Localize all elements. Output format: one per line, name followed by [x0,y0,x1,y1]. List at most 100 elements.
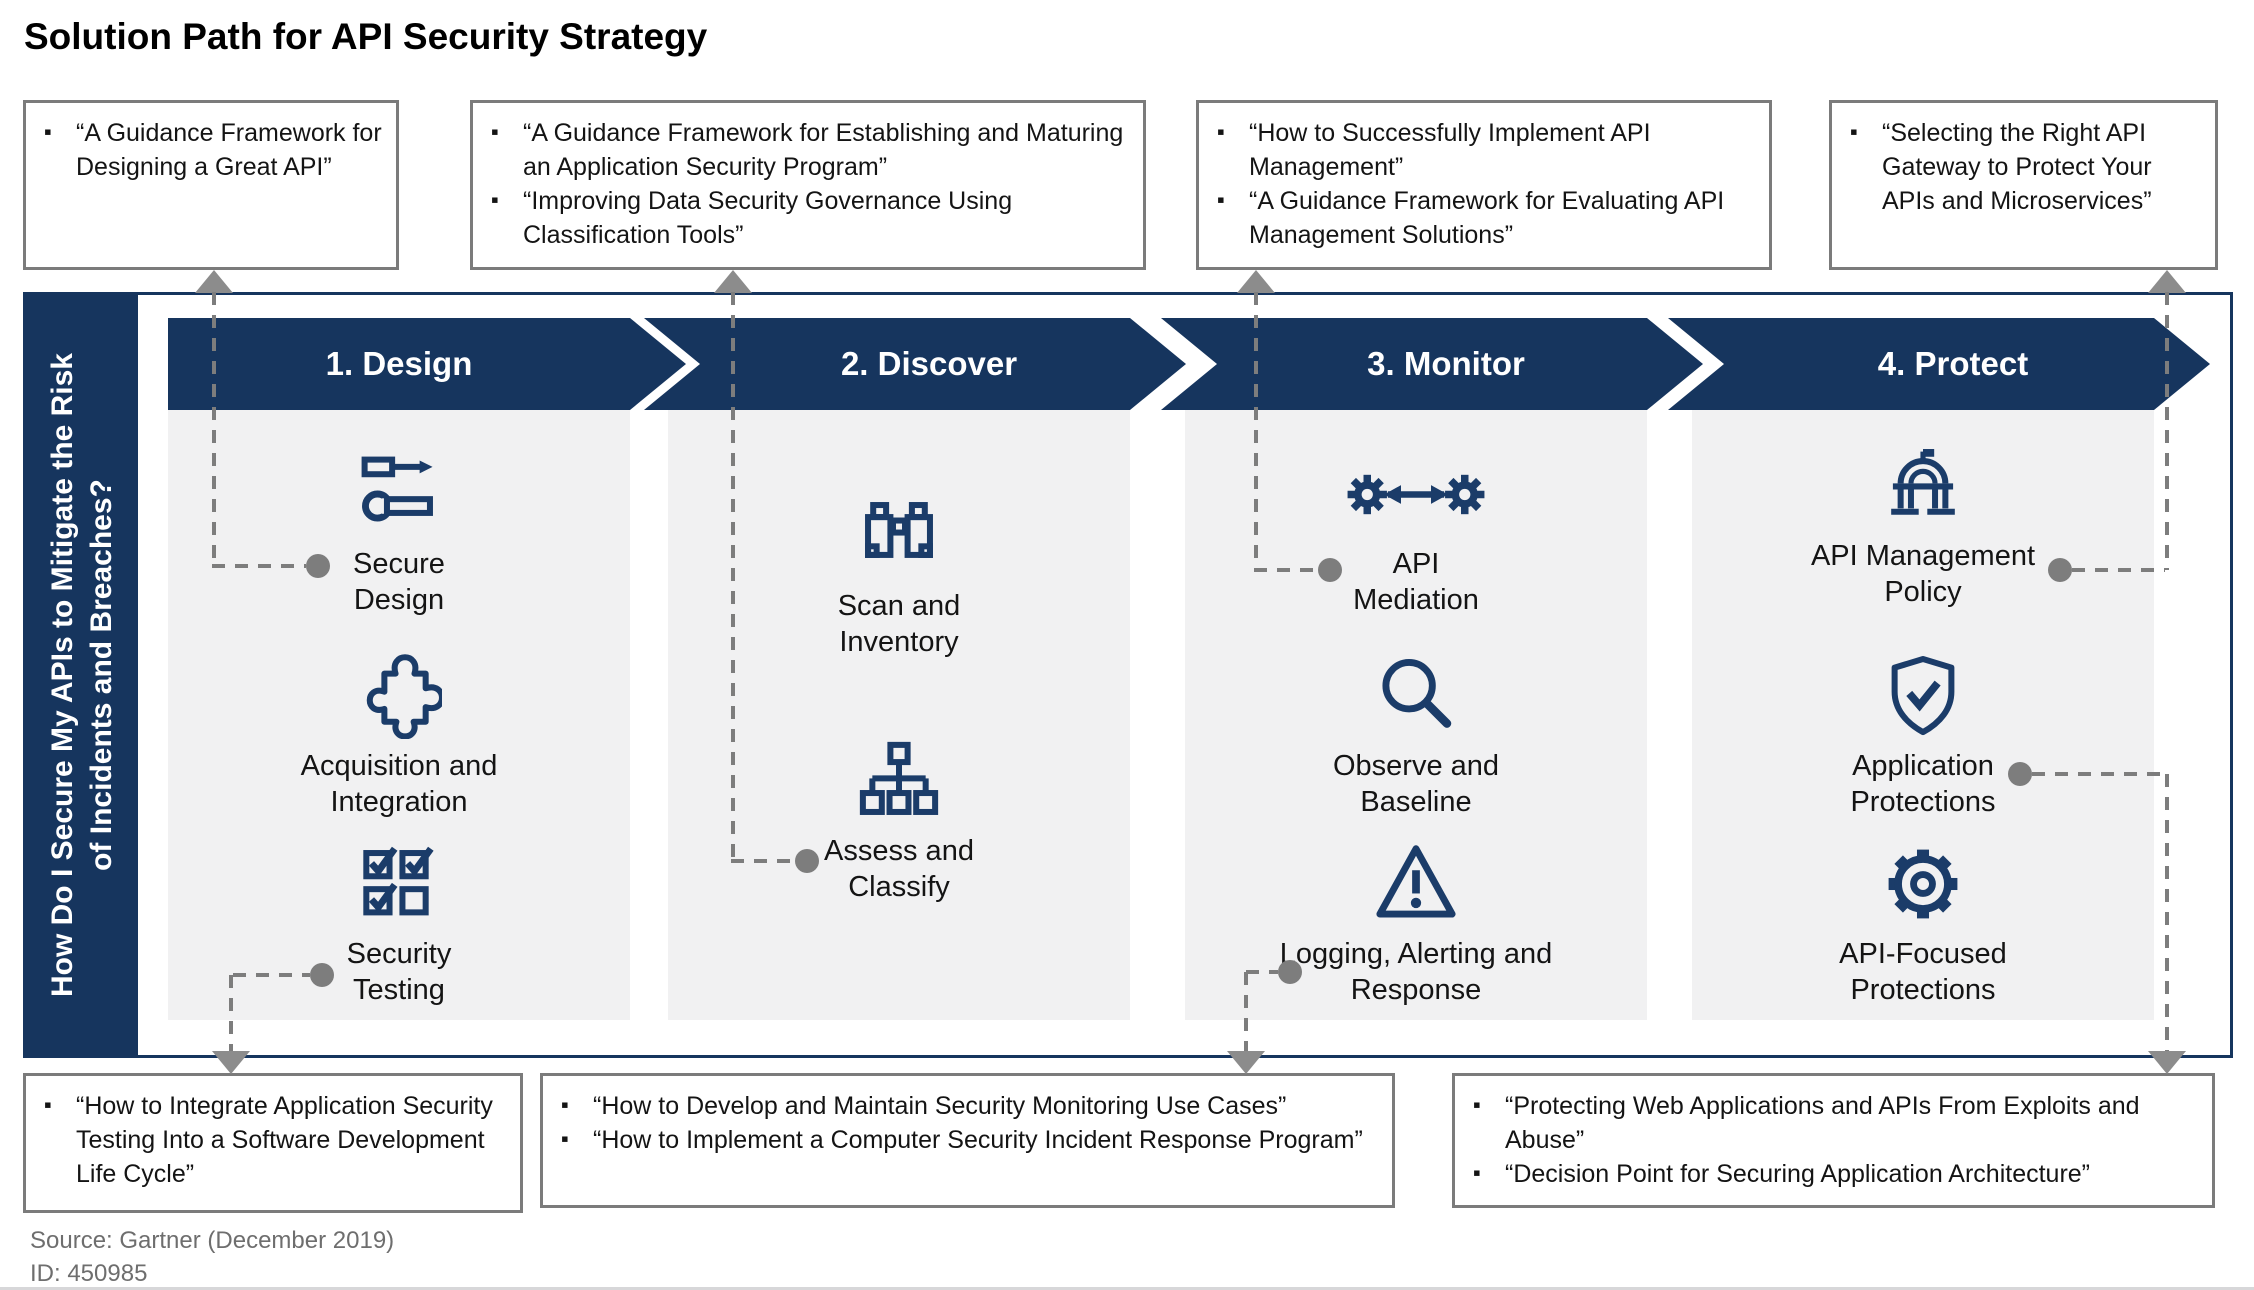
gear-icon [1880,838,1966,930]
phase-label: 3. Monitor [1367,345,1525,382]
phase-header-monitor: 3. Monitor [1161,318,1703,410]
item-api-mediation: API Mediation [1185,448,1647,618]
connector-arrow-up [714,270,752,293]
connector-arrow-down [1227,1051,1265,1074]
callout-item: “A Guidance Framework for Establishing a… [487,115,1129,184]
sidebar-question-text: How Do I Secure My APIs to Mitigate the … [26,295,138,1055]
item-acquisition-integration: Acquisition and Integration [168,650,630,820]
sitemap-icon [856,735,942,827]
connector-line [233,973,310,977]
item-label: API Mediation [1353,548,1479,616]
callout-list: “Selecting the Right API Gateway to Prot… [1846,115,2201,218]
callout-item: “How to Integrate Application Security T… [40,1088,506,1191]
connector-dot [310,963,334,987]
callout-item: “How to Successfully Implement API Manag… [1213,115,1755,184]
item-api-management-policy: API Management Policy [1692,440,2154,610]
column-monitor: API Mediation Observe and Baseline Loggi… [1185,410,1647,1020]
connector-arrow-up [195,270,233,293]
item-application-protections: Application Protections [1692,650,2154,820]
warning-triangle-icon [1373,838,1459,930]
bottom-callout-design: “How to Integrate Application Security T… [23,1073,523,1213]
capitol-icon [1880,440,1966,532]
callout-item: “A Guidance Framework for Evaluating API… [1213,183,1755,252]
top-callout-monitor: “How to Successfully Implement API Manag… [1196,100,1772,270]
connector-line [1244,972,1248,1051]
callout-list: “How to Integrate Application Security T… [40,1088,506,1191]
callout-item: “Improving Data Security Governance Usin… [487,183,1129,252]
sidebar-line-2: of Incidents and Breaches? [85,479,118,871]
connector-line [2165,774,2169,1051]
callout-item: “Decision Point for Securing Application… [1469,1156,2198,1191]
connector-dot [795,849,819,873]
connector-line [2072,568,2165,572]
phase-header-protect: 4. Protect [1668,318,2210,410]
column-discover: Scan and Inventory [668,410,1130,1020]
item-label: API-Focused Protections [1839,938,2007,1006]
connector-dot [2008,762,2032,786]
column-design: Secure Design Acquisition and Integratio… [168,410,630,1020]
connector-arrow-down [212,1051,250,1074]
connector-dot [1318,558,1342,582]
connector-arrow-up [1237,270,1275,293]
phase-label: 2. Discover [840,345,1018,382]
id-line: ID: 450985 [30,1260,148,1287]
item-label: Assess and Classify [824,835,974,903]
connector-line [212,564,306,568]
item-label: Observe and Baseline [1332,750,1500,818]
item-logging-alerting: Logging, Alerting and Response [1185,838,1647,1008]
callout-item: “Selecting the Right API Gateway to Prot… [1846,115,2201,218]
callout-item: “How to Develop and Maintain Security Mo… [557,1088,1378,1123]
callout-list: “A Guidance Framework for Establishing a… [487,115,1129,252]
connector-line [1246,970,1278,974]
top-callout-protect: “Selecting the Right API Gateway to Prot… [1829,100,2218,270]
connector-line [1254,292,1258,570]
phase-label: 1. Design [325,345,473,382]
item-api-focused-protections: API-Focused Protections [1692,838,2154,1008]
bottom-callout-protections: “Protecting Web Applications and APIs Fr… [1452,1073,2215,1208]
item-label: API Management Policy [1810,540,2036,608]
shield-check-icon [1880,650,1966,742]
magnifier-icon [1373,650,1459,742]
item-label: Logging, Alerting and Response [1279,938,1553,1006]
connector-line [731,292,735,861]
item-label: Scan and Inventory [837,590,961,658]
source-line: Source: Gartner (December 2019) [30,1227,395,1254]
callout-list: “A Guidance Framework for Designing a Gr… [40,115,382,184]
connector-line [1254,568,1318,572]
item-label: Application Protections [1850,750,1996,818]
item-scan-inventory: Scan and Inventory [668,490,1130,660]
item-security-testing: Security Testing [168,838,630,1008]
gears-exchange-icon [1341,448,1491,540]
connector-dot [2048,558,2072,582]
connector-line [2032,772,2165,776]
binoculars-icon [856,490,942,582]
connector-dot [1278,960,1302,984]
item-label: Secure Design [353,548,445,616]
connector-arrow-down [2148,1051,2186,1074]
connector-dot [306,554,330,578]
top-callout-design: “A Guidance Framework for Designing a Gr… [23,100,399,270]
connector-arrow-up [2148,270,2186,293]
callout-item: “Protecting Web Applications and APIs Fr… [1469,1088,2198,1157]
phase-header-discover: 2. Discover [644,318,1186,410]
item-assess-classify: Assess and Classify [668,735,1130,905]
top-callout-discover: “A Guidance Framework for Establishing a… [470,100,1146,270]
callout-list: “How to Develop and Maintain Security Mo… [557,1088,1378,1157]
connector-line [2165,292,2169,570]
column-protect: API Management Policy Application Protec… [1692,410,2154,1020]
item-label: Security Testing [346,938,452,1006]
item-label: Acquisition and Integration [300,750,498,818]
callout-item: “A Guidance Framework for Designing a Gr… [40,115,382,184]
callout-item: “How to Implement a Computer Security In… [557,1122,1378,1157]
source-note: Source: Gartner (December 2019) ID: 4509… [30,1224,394,1290]
page-title: Solution Path for API Security Strategy [24,16,708,57]
puzzle-icon [356,650,442,742]
phase-label: 4. Protect [1877,345,2029,382]
bottom-callout-monitoring: “How to Develop and Maintain Security Mo… [540,1073,1395,1208]
connector-line [229,975,233,1051]
item-secure-design: Secure Design [168,448,630,618]
checklist-icon [356,838,442,930]
sidebar-question: How Do I Secure My APIs to Mitigate the … [26,295,138,1055]
callout-list: “How to Successfully Implement API Manag… [1213,115,1755,252]
